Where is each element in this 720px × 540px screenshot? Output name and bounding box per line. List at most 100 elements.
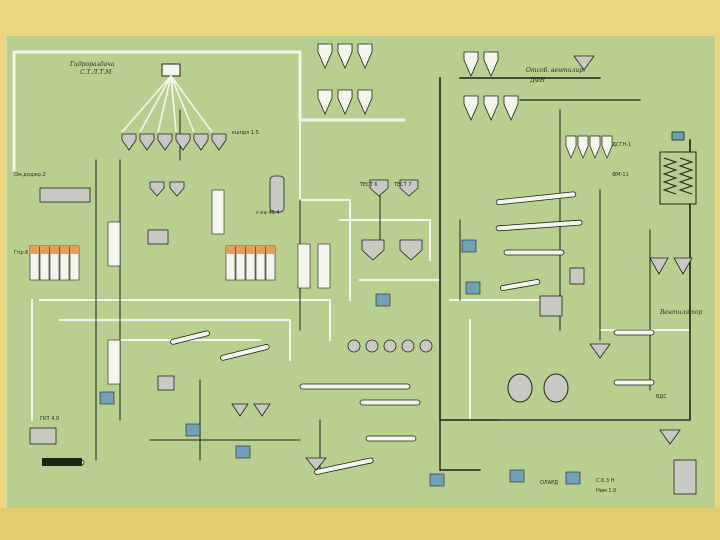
- cyclone: [357, 43, 373, 69]
- silo-cell-top: [266, 246, 275, 254]
- filter-cone: [601, 135, 613, 159]
- cyclone: [337, 43, 353, 69]
- cyclone: [463, 51, 479, 77]
- top-right-tag: Отсоб. вентилир.: [526, 67, 585, 74]
- silo-cell-top: [50, 246, 59, 254]
- top-right-sub: ДФН: [529, 77, 546, 84]
- blue-tank: [461, 239, 477, 253]
- bunker-hopper: [399, 179, 419, 197]
- heat-exchanger-coils: [659, 131, 697, 205]
- bunker-hopper: [369, 179, 389, 197]
- separator-cone: [253, 403, 271, 417]
- silo-cell-top: [256, 246, 265, 254]
- blue-tank: [565, 471, 581, 485]
- cyclone: [337, 89, 353, 115]
- right-separators: [305, 55, 697, 495]
- blue-tank: [429, 473, 445, 487]
- cyclone: [503, 95, 519, 121]
- top-left-sub: С.Т.Л.Т.М: [80, 69, 112, 76]
- bunker-hopper: [139, 133, 155, 151]
- belt-conveyor: [503, 249, 565, 256]
- column: [317, 243, 331, 289]
- blue-tanks: [99, 239, 581, 487]
- bunker-hopper: [175, 133, 191, 151]
- right-low-label: ВДС: [656, 394, 667, 400]
- belt-conveyor: [365, 435, 417, 442]
- pipe-network: [12, 50, 691, 471]
- mid-mark2-label: ТЕСТ 7: [393, 182, 412, 188]
- column: [211, 189, 225, 235]
- cyclone: [357, 89, 373, 115]
- belt-conveyor: [314, 457, 374, 475]
- drum-mill: [383, 339, 397, 353]
- belt-conveyor: [359, 399, 421, 406]
- left-low-label: ГКТ 4.0: [40, 416, 59, 422]
- belt-conveyor: [495, 219, 583, 232]
- bunker-hopper: [399, 239, 423, 261]
- belt-conveyor: [220, 344, 270, 361]
- belt-conveyor: [495, 191, 577, 206]
- right-mid-label: Вентилятор: [659, 309, 703, 316]
- bunker-hopper: [157, 133, 173, 151]
- bunker-hopper: [149, 181, 165, 197]
- bottom-frame-band: [0, 508, 720, 540]
- bunker-group-label: кшпрл 1.5: [232, 130, 259, 136]
- column: [107, 339, 121, 385]
- column: [107, 221, 121, 267]
- belt-conveyor: [613, 379, 655, 386]
- cyclone: [317, 43, 333, 69]
- column: [297, 243, 311, 289]
- diagram-labels: Гидрораздача С.Т.Л.Т.М кшпрл 1.5 с-ка 40…: [14, 61, 703, 494]
- filter-cone: [577, 135, 589, 159]
- silo-blocks: [29, 189, 331, 385]
- drum-mill: [347, 339, 361, 353]
- belt-conveyor: [613, 329, 655, 336]
- bottom-mid-label: ОЛАРД: [540, 480, 558, 486]
- belt-conveyor: [499, 279, 541, 291]
- blue-tank: [509, 469, 525, 483]
- bunker-row: [121, 133, 423, 261]
- bunker-hopper: [169, 181, 185, 197]
- cyclone: [317, 89, 333, 115]
- drum-mills: [231, 339, 569, 417]
- ball-mill: [507, 373, 533, 403]
- blue-tank: [465, 281, 481, 295]
- silo-cell-top: [40, 246, 49, 254]
- drum-mill: [365, 339, 379, 353]
- silo-cell-top: [60, 246, 69, 254]
- top-left-tag: Гидрораздача: [69, 61, 115, 68]
- belt-conveyor: [299, 383, 411, 390]
- cyclone-grid: [317, 43, 613, 159]
- top-frame-band: [0, 0, 720, 36]
- left-side-label-b: Гпр.6: [14, 250, 28, 256]
- filter-cone: [565, 135, 577, 159]
- drum-mill: [401, 339, 415, 353]
- bunker-hopper: [193, 133, 209, 151]
- right-col-label-a: ДСГН-1: [612, 142, 631, 148]
- blue-tank: [99, 391, 115, 405]
- filter-units: [29, 175, 585, 466]
- silo-cell-top: [246, 246, 255, 254]
- bottom-right-label-b: Ним 1.0: [596, 488, 616, 494]
- silo-cell-top: [30, 246, 39, 254]
- right-col-label-b: ФМ-11: [612, 172, 629, 178]
- cyclone: [463, 95, 479, 121]
- cyclone: [483, 51, 499, 77]
- filter-cone: [589, 135, 601, 159]
- bottom-right-label-a: С.6.3 Н: [596, 478, 615, 484]
- shelter-label: с-ка 40.4: [256, 210, 279, 216]
- silo-cell-top: [226, 246, 235, 254]
- silo-cell-top: [70, 246, 79, 254]
- cyclone: [483, 95, 499, 121]
- drum-mill: [419, 339, 433, 353]
- ball-mill: [543, 373, 569, 403]
- process-flow-board: [6, 36, 715, 508]
- distribution-hub: [121, 63, 213, 133]
- mid-mark-label: ТЕСТ 6: [359, 182, 378, 188]
- separator-cone: [231, 403, 249, 417]
- bunker-hopper: [211, 133, 227, 151]
- belt-conveyor: [170, 330, 210, 345]
- blue-tank: [185, 423, 201, 437]
